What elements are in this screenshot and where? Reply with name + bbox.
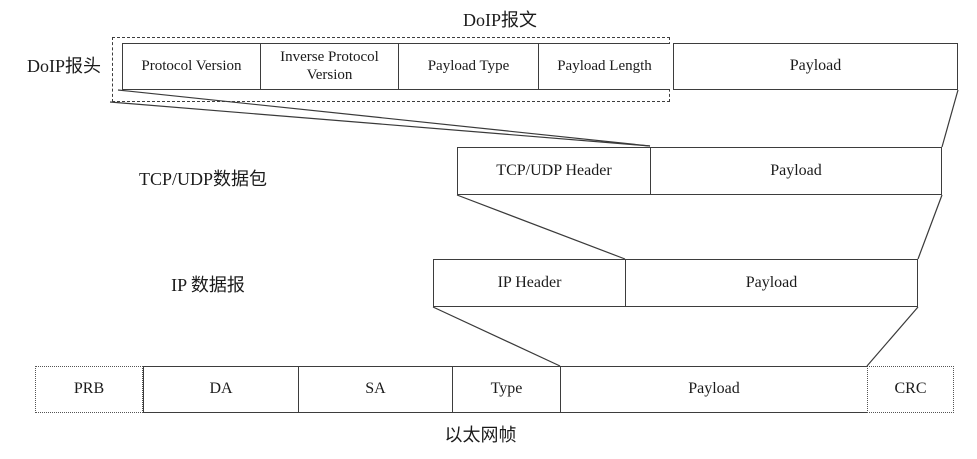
ip-to-eth-right-line	[866, 306, 919, 367]
cell-ip-payload: Payload	[625, 259, 918, 307]
doip-message-title: DoIP报文	[462, 10, 537, 30]
cell-tcpudp-payload: Payload	[650, 147, 942, 195]
tcpudp-packet-label: TCP/UDP数据包	[138, 169, 268, 189]
cell-ip-header: IP Header	[433, 259, 626, 307]
cell-eth-sa: SA	[298, 366, 453, 413]
cell-payload-length: Payload Length	[538, 43, 670, 90]
cell-eth-crc: CRC	[867, 366, 954, 413]
cell-eth-type: Type	[452, 366, 561, 413]
cell-protocol-version: Protocol Version	[122, 43, 261, 90]
ip-datagram-label: IP 数据报	[171, 275, 245, 295]
tcp-to-ip-left-line	[456, 194, 626, 260]
cell-eth-da: DA	[143, 366, 299, 413]
cell-eth-payload: Payload	[560, 366, 868, 413]
tcp-to-ip-right-line	[917, 194, 943, 260]
ip-to-eth-left-line	[432, 306, 561, 367]
ethernet-frame-label: 以太网帧	[444, 425, 517, 445]
cell-eth-prb: PRB	[35, 366, 143, 413]
doip-to-tcp-left-line-b	[109, 101, 651, 147]
doip-header-label: DoIP报头	[26, 56, 101, 76]
cell-payload-type: Payload Type	[398, 43, 539, 90]
cell-doip-payload: Payload	[673, 43, 958, 90]
cell-inverse-protocol-version: Inverse Protocol Version	[260, 43, 399, 90]
doip-to-tcp-right-line	[941, 89, 959, 148]
cell-tcpudp-header: TCP/UDP Header	[457, 147, 651, 195]
